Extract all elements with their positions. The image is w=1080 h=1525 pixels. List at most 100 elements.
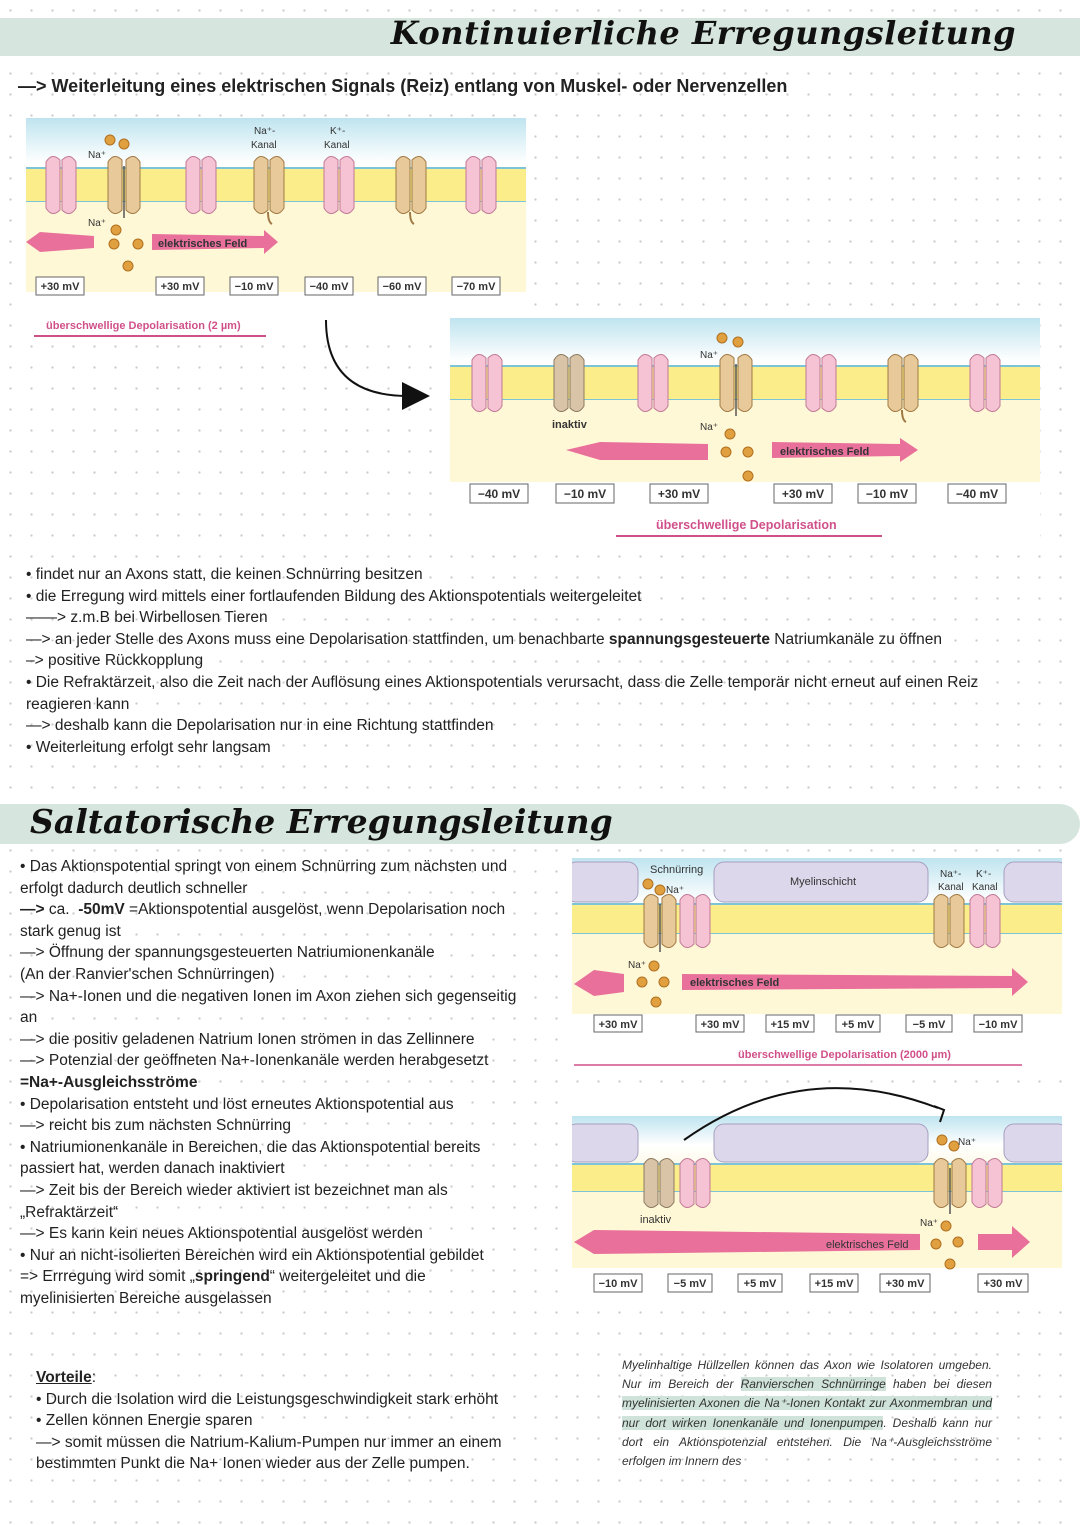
ion-label: Na⁺ (958, 1137, 976, 1148)
na-ion (945, 1259, 955, 1269)
na-ion (721, 447, 731, 457)
note-text: =Aktionspotential ausgelöst, wenn Depola… (129, 901, 505, 918)
note-arrow: —> (20, 901, 45, 918)
note-line: —> deshalb kann die Depolarisation nur i… (26, 715, 1056, 737)
voltage-label: −10 mV (564, 487, 606, 501)
na-channel-label: Na⁺- (940, 869, 961, 880)
ion-label: Na⁺ (628, 960, 646, 971)
note-line: (An der Ranvier'schen Schnürringen) (20, 964, 560, 986)
ion-label: Na⁺ (920, 1218, 938, 1229)
note-line: erfolgt dadurch deutlich schneller (20, 878, 560, 900)
na-ion (733, 337, 743, 347)
note-line: —> reicht bis zum nächsten Schnürring (20, 1115, 560, 1137)
na-ion (941, 1221, 951, 1231)
note-line: —> Es kann kein neues Aktionspotential a… (20, 1223, 560, 1245)
myelin-sheath (572, 1124, 638, 1162)
myelin-label: Myelinschicht (790, 876, 856, 888)
note-line: —> die positiv geladenen Natrium Ionen s… (20, 1029, 560, 1051)
note-line: —> ca. -50mV =Aktionspotential ausgelöst… (20, 899, 560, 921)
ion-label: Na⁺ (88, 150, 106, 161)
na-ion (655, 885, 665, 895)
continuous-notes: • findet nur an Axons statt, die keinen … (26, 564, 1056, 758)
k-channel-label: Kanal (324, 140, 350, 151)
na-ion (651, 997, 661, 1007)
ion-label: Na⁺ (700, 422, 718, 433)
diagram-saltatory-step2: Na⁺ Na⁺ inaktiv elektrisches Feld −10 mV… (572, 1086, 1062, 1298)
note-line: —> Na+-Ionen und die negativen Ionen im … (20, 986, 560, 1008)
voltage-label: +30 mV (782, 487, 824, 501)
ion-label: Na⁺ (666, 885, 684, 896)
myelin-sheath (572, 862, 638, 902)
voltage-label: −40 mV (956, 487, 998, 501)
inactive-label: inaktiv (552, 419, 588, 431)
note-line: —> an jeder Stelle des Axons muss eine D… (26, 629, 1056, 651)
excerpt-text: haben bei diesen (886, 1377, 992, 1391)
voltage-label: −40 mV (310, 281, 349, 293)
voltage-label: +30 mV (886, 1278, 925, 1290)
note-text: “ weitergeleitet und die (270, 1268, 426, 1285)
advantage-item: • Durch die Isolation wird die Leistungs… (36, 1389, 596, 1411)
voltage-label: −10 mV (866, 487, 908, 501)
note-emphasis: =Na+-Ausgleichsströme (20, 1074, 197, 1091)
na-ion (643, 879, 653, 889)
voltage-label: +30 mV (41, 281, 80, 293)
advantages-colon: : (92, 1369, 96, 1386)
na-ion (119, 139, 129, 149)
voltage-label: −60 mV (383, 281, 422, 293)
voltage-label: +30 mV (658, 487, 700, 501)
transition-arrow (318, 316, 438, 416)
saltatory-notes: • Das Aktionspotential springt von einem… (20, 856, 560, 1309)
note-text: —> an jeder Stelle des Axons muss eine D… (26, 631, 605, 648)
note-line: stark genug ist (20, 921, 560, 943)
na-ion (649, 961, 659, 971)
note-line: „Refraktärzeit“ (20, 1202, 560, 1224)
note-line: —> Öffnung der spannungsgesteuerten Natr… (20, 942, 560, 964)
note-line: —> Potenzial der geöffneten Na+-Ionenkan… (20, 1050, 560, 1072)
depolarisation-caption: überschwellige Depolarisation (2 µm) (46, 320, 241, 332)
ion-label: Na⁺ (88, 218, 106, 229)
na-channel-label: Kanal (251, 140, 277, 151)
note-line: ——> z.m.B bei Wirbellosen Tieren (26, 607, 1056, 629)
field-label: elektrisches Feld (780, 446, 869, 458)
note-text: Natriumkanäle zu öffnen (774, 631, 942, 648)
myelin-sheath (1004, 1124, 1062, 1162)
excerpt-highlight: Ranvierschen Schnürringe (741, 1377, 886, 1391)
textbook-excerpt: Myelinhaltige Hüllzellen können das Axon… (622, 1356, 992, 1471)
note-line: • Natriumionenkanäle in Bereichen, die d… (20, 1137, 560, 1159)
na-ion (931, 1239, 941, 1249)
voltage-label: +5 mV (842, 1019, 875, 1031)
voltage-label: +15 mV (815, 1278, 854, 1290)
note-line: • Depolarisation entsteht und löst erneu… (20, 1094, 560, 1116)
na-ion (637, 977, 647, 987)
na-ion (953, 1237, 963, 1247)
page-title-saltatory: Saltatorische Erregungsleitung (30, 802, 613, 841)
na-ion (937, 1135, 947, 1145)
field-label: elektrisches Feld (826, 1239, 909, 1251)
advantage-item: bestimmten Punkt die Na+ Ionen wieder au… (36, 1453, 596, 1475)
inactive-label: inaktiv (640, 1214, 672, 1226)
na-ion (123, 261, 133, 271)
depolarisation-caption: überschwellige Depolarisation (2000 µm) (738, 1049, 951, 1061)
na-ion (743, 471, 753, 481)
na-ion (725, 429, 735, 439)
myelin-sheath (714, 1124, 928, 1162)
voltage-label: +30 mV (161, 281, 200, 293)
voltage-label: −5 mV (674, 1278, 707, 1290)
na-ion (111, 225, 121, 235)
voltage-label: +30 mV (984, 1278, 1023, 1290)
na-channel-label: Na⁺- (254, 126, 275, 137)
note-line: • Das Aktionspotential springt von einem… (20, 856, 560, 878)
note-emphasis: springend (195, 1268, 270, 1285)
note-line: • Weiterleitung erfolgt sehr langsam (26, 737, 1056, 759)
na-ion (109, 239, 119, 249)
voltage-label: +30 mV (701, 1019, 740, 1031)
myelin-sheath (1004, 862, 1062, 902)
diagram-continuous-step2: Na⁺ Na⁺ inaktiv elektrisches Feld −40 mV… (450, 318, 1040, 540)
field-label: elektrisches Feld (158, 238, 247, 250)
voltage-label: −10 mV (599, 1278, 638, 1290)
advantages-heading: Vorteile: (36, 1367, 596, 1389)
note-line: myelinisierten Bereiche ausgelassen (20, 1288, 560, 1310)
note-line: • findet nur an Axons statt, die keinen … (26, 564, 1056, 586)
note-line: reagieren kann (26, 694, 1056, 716)
note-line: –> positive Rückkopplung (26, 650, 1056, 672)
